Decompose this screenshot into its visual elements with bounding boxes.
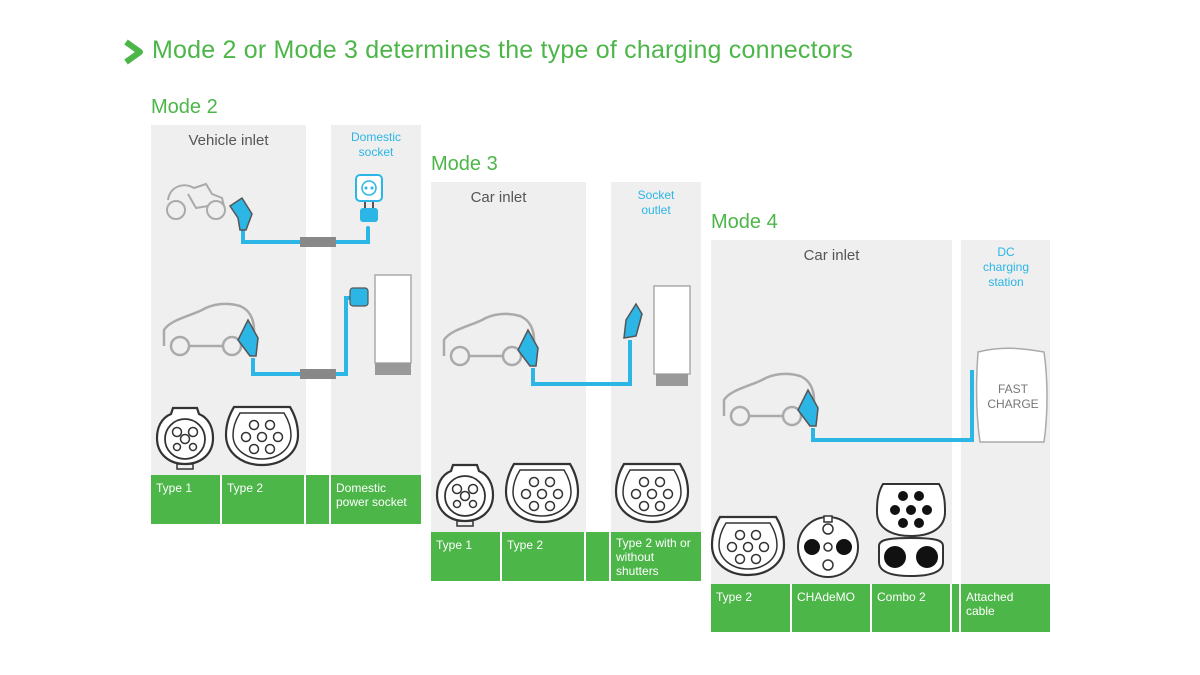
mode4-source-connector-label: Attached cable <box>961 584 1050 632</box>
wallbox-icon <box>653 285 691 386</box>
mode2-source-connector-label: Domestic power socket <box>331 475 421 524</box>
mode4-spacer-cell <box>952 584 959 632</box>
car-icon <box>722 372 816 427</box>
mode4-vehicle-panel-title: Car inlet <box>803 247 860 264</box>
domestic-socket-icon <box>355 174 383 222</box>
car-icon <box>442 312 536 367</box>
mode2-connector-label-2: Type 2 <box>222 475 304 524</box>
type1-connector-icon <box>155 406 215 470</box>
type2-connector-icon <box>614 462 690 524</box>
mode2-connector-label-1: Type 1 <box>151 475 220 524</box>
car-icon <box>162 302 256 357</box>
fast-charger-icon <box>975 347 1048 443</box>
mode2-source-panel-title: Domestic socket <box>350 130 401 159</box>
mode4-label: Mode 4 <box>711 211 778 233</box>
mode3-label: Mode 3 <box>431 153 498 175</box>
scooter-icon <box>166 182 226 220</box>
mode3-spacer-cell <box>586 532 609 581</box>
type2-connector-icon <box>224 405 300 467</box>
mode4-connector-label-2: CHAdeMO <box>792 584 870 632</box>
mode2-illustration <box>162 174 412 379</box>
mode4-source-panel-title: DC charging station <box>982 245 1030 289</box>
mode3-connector-label-2: Type 2 <box>502 532 584 581</box>
type2-connector-icon <box>504 462 580 524</box>
mode4-connector-label-3: Combo 2 <box>872 584 950 632</box>
mode3-vehicle-panel-title: Car inlet <box>470 189 527 206</box>
mode3-source-panel-title: Socket outlet <box>637 188 675 217</box>
mode2-label: Mode 2 <box>151 96 218 118</box>
mode4-illustration <box>722 347 1048 443</box>
mode4-connector-label-1: Type 2 <box>711 584 790 632</box>
type2-connector-icon <box>710 515 786 577</box>
mode2-spacer-cell <box>306 475 329 524</box>
wallbox-icon <box>374 274 412 375</box>
type1-connector-icon <box>435 463 495 527</box>
mode3-source-connector-label: Type 2 with or without shutters <box>611 532 701 581</box>
combo2-connector-icon <box>875 483 947 578</box>
mode2-vehicle-panel-title: Vehicle inlet <box>188 132 269 149</box>
chevron-right-icon <box>124 39 143 65</box>
charging-plug-icon <box>228 196 253 231</box>
charging-plug-icon <box>623 302 643 339</box>
mode3-illustration <box>442 285 691 386</box>
fast-charge-text: FAST CHARGE <box>987 382 1039 411</box>
chademo-connector-icon <box>797 515 859 578</box>
page-title: Mode 2 or Mode 3 determines the type of … <box>152 36 854 64</box>
mode3-connector-label-1: Type 1 <box>431 532 500 581</box>
